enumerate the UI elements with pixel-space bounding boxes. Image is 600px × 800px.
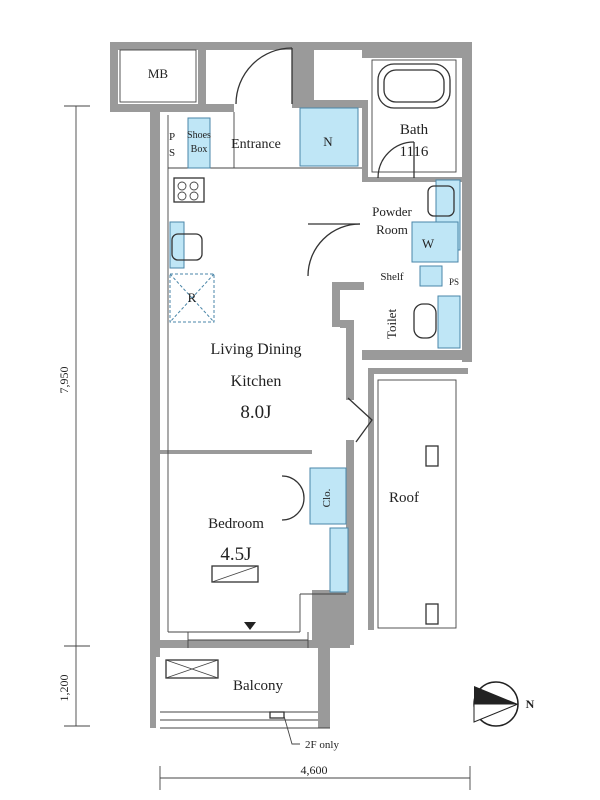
label-roof: Roof — [389, 490, 419, 506]
label-washer: W — [422, 236, 435, 251]
bed-marker-icon — [211, 565, 259, 583]
compass-label: N — [526, 697, 535, 711]
label-n: N — [323, 134, 333, 149]
label-ps-small: PS — [449, 277, 459, 287]
label-toilet: Toilet — [384, 309, 399, 340]
dimension-height-balcony: 1,200 — [57, 675, 71, 702]
bedroom-storage — [329, 527, 349, 593]
label-entrance: Entrance — [231, 137, 281, 152]
label-balcony: Balcony — [233, 678, 283, 694]
equipment — [165, 63, 455, 719]
n-box — [299, 107, 359, 167]
label-shelf: Shelf — [380, 271, 404, 283]
label-ldk-line1: Living Dining — [210, 341, 301, 358]
walls — [110, 42, 472, 728]
range-hood-box — [169, 273, 215, 323]
label-ldk-line2: Kitchen — [231, 373, 282, 390]
label-mb: MB — [148, 66, 169, 81]
ac-unit-icon — [165, 659, 219, 679]
toilet-tank — [437, 295, 461, 349]
label-closet: Clo. — [321, 488, 333, 507]
washer-area — [411, 221, 459, 263]
labels: MB P S Shoes Box Entrance N Bath 1116 Po… — [57, 66, 535, 777]
label-bath-size: 1116 — [400, 144, 429, 160]
closet — [309, 467, 347, 525]
dimension-width: 4,600 — [301, 763, 328, 777]
shoes-box — [187, 117, 211, 169]
label-ps-bottom: S — [169, 147, 175, 159]
window-marker-icon — [244, 622, 256, 630]
dimension-height-main: 7,950 — [57, 367, 71, 394]
label-ldk-size: 8.0J — [240, 402, 271, 423]
label-bath: Bath — [400, 122, 429, 138]
doors — [235, 47, 415, 521]
fixtures — [169, 107, 461, 593]
label-box: Box — [191, 144, 208, 155]
label-ps-top: P — [169, 131, 175, 143]
label-range: R — [188, 290, 197, 305]
shelf-box — [419, 265, 443, 287]
label-room: Room — [376, 222, 408, 237]
label-bedroom: Bedroom — [208, 516, 264, 532]
label-powder: Powder — [372, 204, 412, 219]
compass — [473, 681, 519, 727]
stove-icon — [173, 177, 205, 203]
dimension-lines — [64, 105, 471, 790]
label-shoes: Shoes — [187, 130, 211, 141]
label-2f-only: 2F only — [305, 739, 339, 751]
label-bedroom-size: 4.5J — [220, 544, 251, 565]
